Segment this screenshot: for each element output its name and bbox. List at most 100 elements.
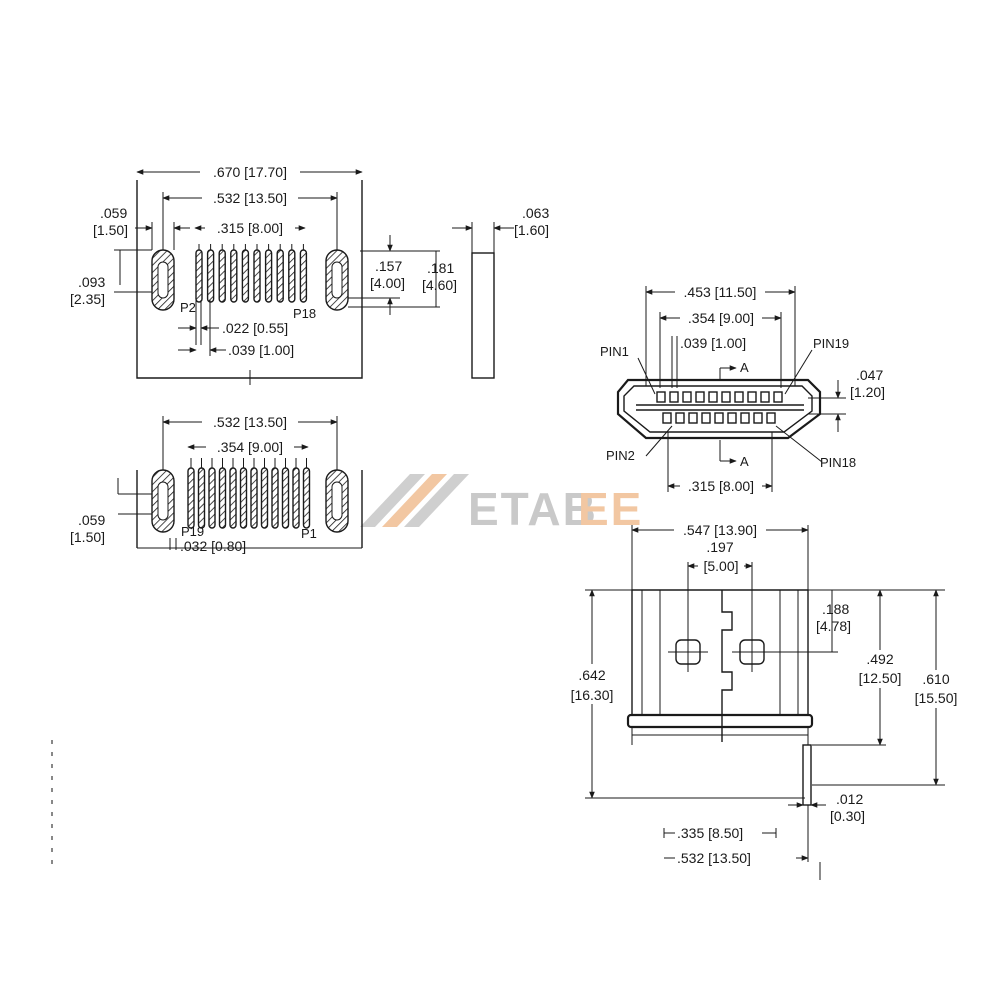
dim-hole-offset-mm: [4.78] (816, 618, 851, 634)
dim-pin-pitch: .022 [0.55] (222, 320, 288, 336)
pin-pad (260, 467, 269, 529)
dim-thickness-mm: [1.60] (514, 222, 549, 238)
pin-pad-row (195, 244, 308, 303)
dim-hole-offset-in: .188 (822, 601, 849, 617)
pin-pad (197, 467, 206, 529)
dim-tab-thickness-mm: [0.30] (830, 808, 865, 824)
label-pin19: PIN19 (813, 336, 849, 351)
pin-pad (218, 467, 227, 529)
dim-pin-pitch-bottom: .032 [0.80] (180, 538, 246, 554)
dim-hole-spacing-in: .197 (706, 539, 733, 555)
watermark-text-orange: EE (578, 483, 643, 535)
label-pin2: PIN2 (606, 448, 635, 463)
dim-overall-width: .670 [17.70] (213, 164, 287, 180)
label-p19: P19 (181, 524, 204, 539)
dim-post-spacing: .532 [13.50] (213, 190, 287, 206)
pin-pad (302, 467, 311, 529)
contact-bottom (740, 412, 750, 424)
dim-front-height-in: .047 (856, 367, 883, 383)
dim-front-pin-span-top: .354 [9.00] (688, 310, 754, 326)
dim-157-in: .157 (375, 258, 402, 274)
contact-top (773, 391, 783, 403)
dim-post-spacing-bottom: .532 [13.50] (213, 414, 287, 430)
contact-bottom (753, 412, 763, 424)
dim-total-height-mm: [16.30] (571, 687, 614, 703)
top-footprint-view: .670 [17.70] .532 [13.50] .315 [8.00] .0… (70, 162, 457, 385)
pin-pad (264, 249, 273, 303)
contact-top (721, 391, 731, 403)
contact-top (682, 391, 692, 403)
dim-front-width: .453 [11.50] (684, 284, 757, 300)
dim-body-height-in: .492 (866, 651, 893, 667)
label-p2: P2 (180, 300, 196, 315)
label-p1: P1 (301, 526, 317, 541)
pin-pad (239, 467, 248, 529)
pin-pad (195, 249, 203, 303)
dim-front-pin-span-bottom: .315 [8.00] (688, 478, 754, 494)
pin-pad (187, 467, 195, 529)
dim-thickness-in: .063 (522, 205, 549, 221)
pin-pad (253, 249, 261, 303)
dim-pin-offset: .039 [1.00] (228, 342, 294, 358)
dim-pin-span-bottom: .354 [9.00] (217, 439, 283, 455)
label-pin18: PIN18 (820, 455, 856, 470)
dim-post-height-mm: [2.35] (70, 291, 105, 307)
contact-bottom (701, 412, 711, 424)
pin-pad (250, 467, 258, 529)
front-mating-view: .453 [11.50] .354 [9.00] .039 [1.00] A P… (600, 282, 885, 494)
dim-tab-spacing: .335 [8.50] (677, 825, 743, 841)
dim-shell-width: .547 [13.90] (683, 522, 757, 538)
dim-post-width-bottom-in: .059 (78, 512, 105, 528)
contact-bottom (688, 412, 698, 424)
pin-pad-row-bottom (187, 458, 311, 529)
dim-pin-span: .315 [8.00] (217, 220, 283, 236)
contact-top (695, 391, 705, 403)
dim-hole-spacing-mm: [5.00] (703, 558, 738, 574)
side-view: .063 [1.60] (452, 205, 549, 379)
contact-bottom (727, 412, 737, 424)
pin-pad (276, 249, 284, 303)
contact-bottom (675, 412, 685, 424)
contact-bottom (714, 412, 724, 424)
pin-pad (206, 249, 215, 303)
pin-pad (241, 249, 250, 303)
pin-pad (292, 467, 300, 529)
contact-bottom (662, 412, 672, 424)
dim-front-height-mm: [1.20] (850, 384, 885, 400)
dim-post-width-mm: [1.50] (93, 222, 128, 238)
pin-pad (208, 467, 216, 529)
dim-post-width-bottom-mm: [1.50] (70, 529, 105, 545)
pin-pad (271, 467, 279, 529)
contact-bottom (766, 412, 776, 424)
contact-rows (636, 391, 804, 424)
pin-pad (281, 467, 290, 529)
label-pin1: PIN1 (600, 344, 629, 359)
pin-pad (218, 249, 226, 303)
dim-total-height-in: .642 (578, 667, 605, 683)
dim-181-mm: [4.60] (422, 277, 457, 293)
dim-height-610-in: .610 (922, 671, 949, 687)
contact-top (708, 391, 718, 403)
dim-post-width-in: .059 (100, 205, 127, 221)
contact-top (734, 391, 744, 403)
contact-top (747, 391, 757, 403)
contact-top (669, 391, 679, 403)
section-a-bottom: A (740, 454, 749, 469)
dim-height-610-mm: [15.50] (915, 690, 958, 706)
pin-pad (299, 249, 308, 303)
pin-pad (229, 467, 237, 529)
bottom-footprint-view: .532 [13.50] .354 [9.00] .059 [1.50] P19… (70, 412, 363, 554)
dim-post-height-in: .093 (78, 274, 105, 290)
dim-157-mm: [4.00] (370, 275, 405, 291)
pin-pad (288, 249, 296, 303)
dim-body-height-mm: [12.50] (859, 670, 902, 686)
watermark-logo: ETAB EE (360, 474, 643, 535)
dim-front-pin-pitch: .039 [1.00] (680, 335, 746, 351)
pin-pad (230, 249, 238, 303)
watermark-text-gray: ETAB (468, 483, 598, 535)
dim-tab-thickness-in: .012 (836, 791, 863, 807)
section-a-top: A (740, 360, 749, 375)
dim-181-in: .181 (427, 260, 454, 276)
